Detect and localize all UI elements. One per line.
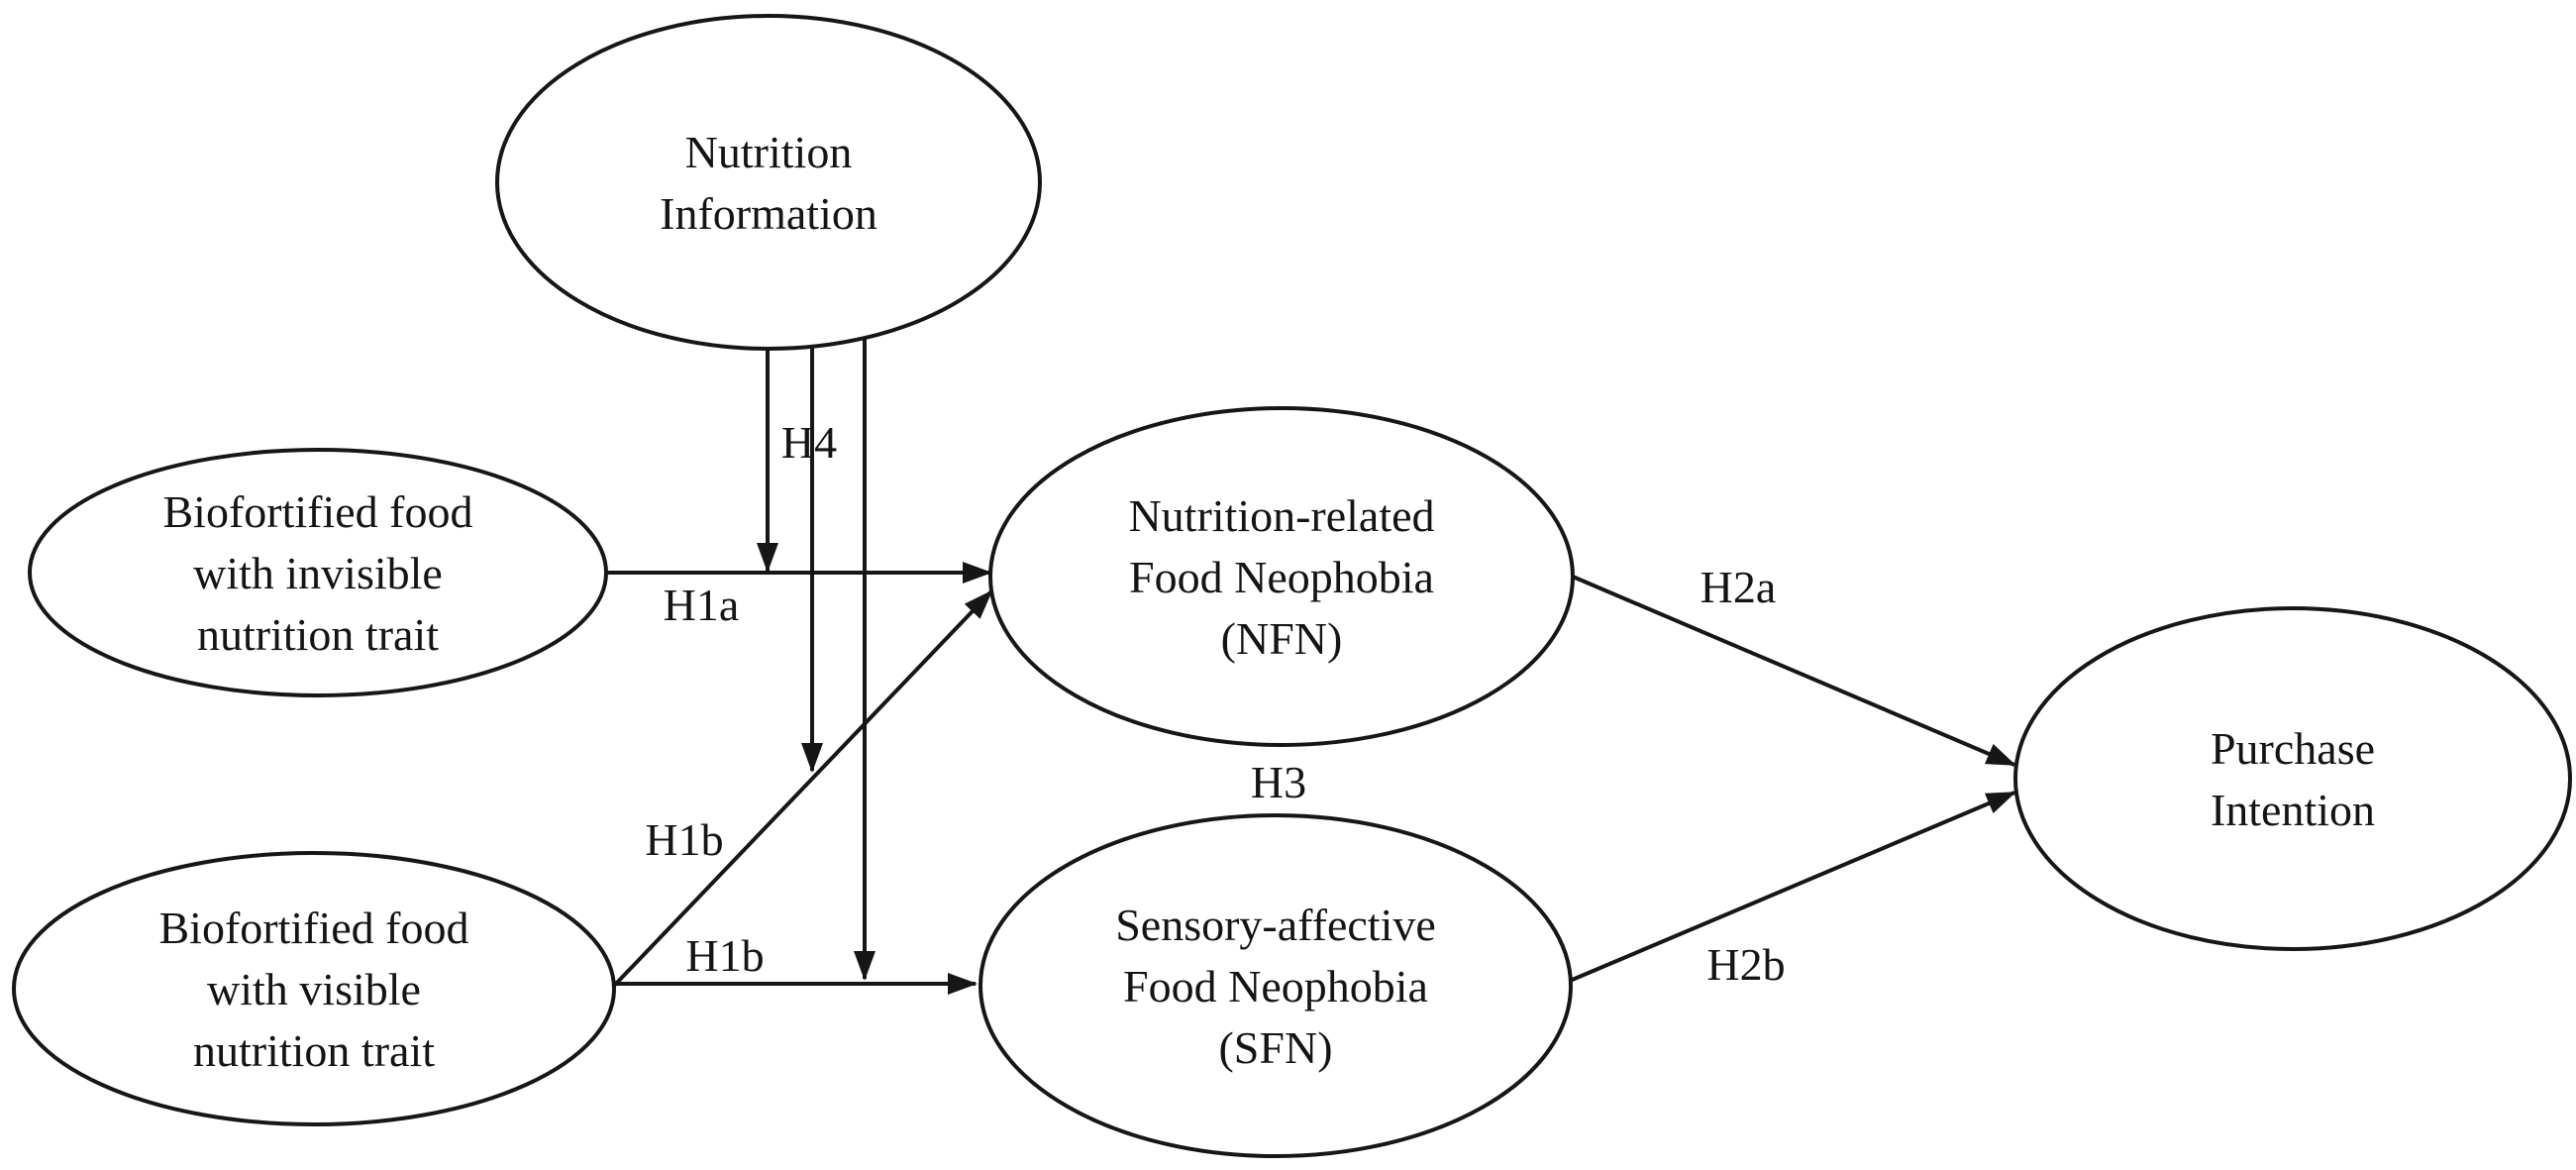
node-sfn-label-line-1: Sensory-affective [1115, 900, 1436, 950]
node-nfn-label-line-1: Nutrition-related [1128, 490, 1434, 541]
node-sfn-label-line-3: (SFN) [1218, 1022, 1332, 1073]
node-purchase-intention-label-line-1: Purchase [2211, 723, 2375, 774]
node-biofortified-invisible-label-line-3: nutrition trait [197, 609, 439, 660]
node-nutrition-information-ellipse [495, 14, 1042, 351]
node-sfn-ellipse [979, 813, 1573, 1158]
node-biofortified-invisible-ellipse [28, 448, 608, 697]
node-nfn-label-line-2: Food Neophobia [1129, 552, 1434, 602]
label-h1a: H1a [664, 580, 740, 630]
node-purchase-intention-ellipse [2013, 606, 2572, 951]
label-h4: H4 [781, 417, 837, 468]
label-h1b-lower: H1b [685, 930, 764, 981]
node-biofortified-visible-ellipse [12, 851, 616, 1126]
node-nutrition-information-label-line-1: Nutrition [685, 127, 853, 177]
node-biofortified-invisible-label: Biofortified food with invisible nutrition… [163, 486, 473, 660]
node-biofortified-visible-label: Biofortified food with visible nutrition t… [159, 903, 469, 1076]
edge-h2b-arrow [1569, 791, 2016, 983]
node-purchase-intention-label-line-2: Intention [2211, 785, 2375, 835]
node-nutrition-information-label-line-2: Information [660, 188, 877, 239]
node-biofortified-visible-label-line-3: nutrition trait [193, 1025, 435, 1076]
edge-h1b-diagonal-arrow [612, 589, 993, 988]
node-biofortified-visible-label-line-2: with visible [207, 964, 421, 1014]
node-biofortified-invisible: Biofortified food with invisible nutrition… [28, 448, 608, 697]
label-h2b: H2b [1706, 939, 1785, 990]
node-nfn-label-line-3: (NFN) [1221, 613, 1343, 664]
node-biofortified-invisible-label-line-1: Biofortified food [163, 486, 473, 537]
edges-layer [607, 337, 2016, 995]
node-nfn-ellipse [988, 406, 1575, 747]
label-h3: H3 [1251, 757, 1306, 807]
edge-h2a-arrow [1572, 575, 2016, 767]
node-biofortified-visible: Biofortified food with visible nutrition t… [12, 851, 616, 1126]
node-biofortified-invisible-label-line-2: with invisible [193, 548, 443, 598]
label-h2a: H2a [1700, 562, 1777, 612]
node-sfn-label-line-2: Food Neophobia [1123, 961, 1428, 1011]
label-h1b-upper: H1b [645, 814, 723, 865]
node-biofortified-visible-label-line-1: Biofortified food [159, 903, 469, 953]
